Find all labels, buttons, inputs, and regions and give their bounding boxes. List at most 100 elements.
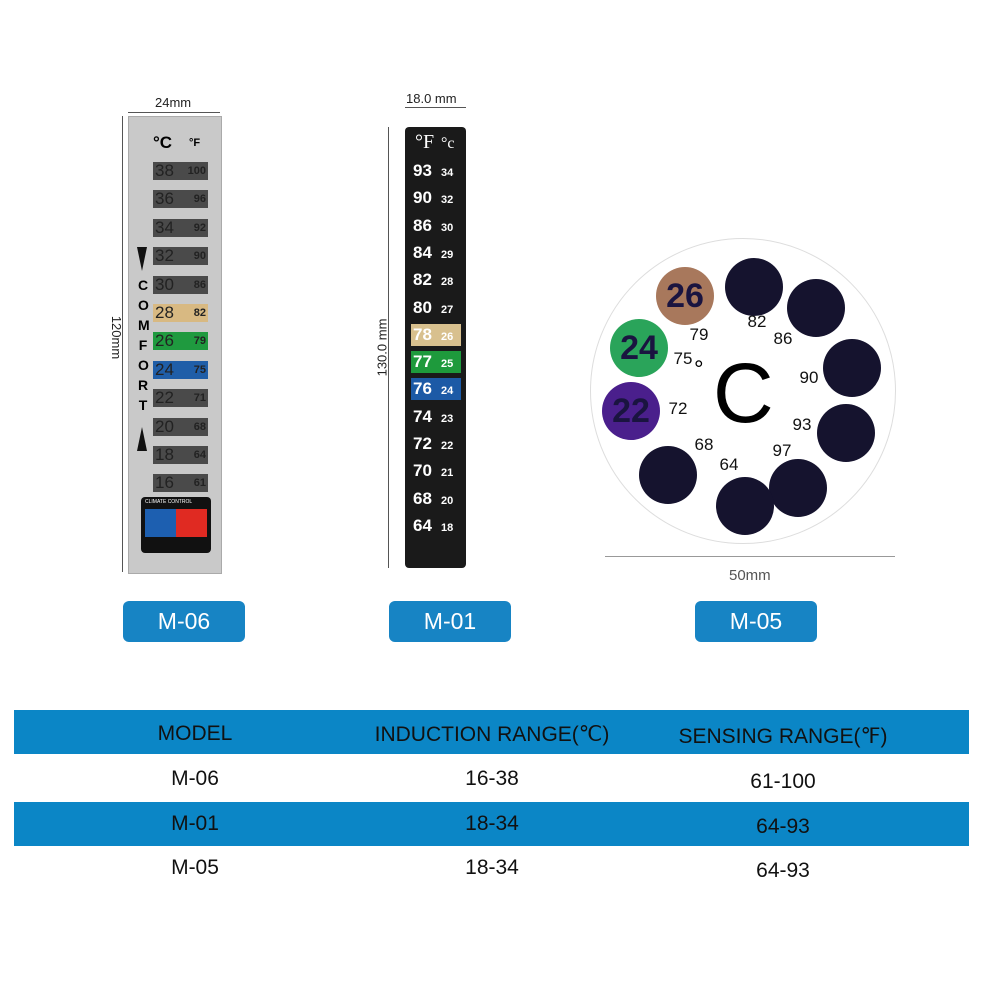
active-dot: 22	[602, 382, 660, 440]
celsius-value: 26	[155, 331, 174, 351]
m06-width-label: 24mm	[155, 95, 192, 110]
cold-indicator	[145, 509, 176, 537]
model-m06-button[interactable]: M-06	[123, 601, 245, 642]
fahrenheit-number: 64	[719, 455, 739, 474]
fahrenheit-value: 77	[413, 352, 432, 372]
hot-indicator	[176, 509, 207, 537]
table-row: M-06 16-38 61-100	[14, 757, 969, 801]
arrow-down-icon	[137, 247, 147, 271]
m01-width-dimension	[405, 107, 466, 108]
celsius-value: 21	[441, 467, 454, 480]
inactive-dot	[823, 339, 881, 397]
comfort-letter: M	[138, 317, 150, 333]
inactive-dot	[769, 459, 827, 517]
fahrenheit-value: 64	[413, 515, 432, 535]
scale-row: 38 100	[153, 161, 208, 180]
fahrenheit-unit: °F	[415, 131, 435, 153]
fahrenheit-value: 70	[413, 461, 432, 481]
celsius-value: 36	[155, 189, 174, 209]
scale-row: 76 24	[411, 378, 461, 401]
comfort-letter: T	[138, 397, 148, 413]
model-m05-button[interactable]: M-05	[695, 601, 817, 642]
fahrenheit-number: 86	[773, 329, 793, 348]
cell-model: M-05	[171, 856, 219, 879]
celsius-value: 28	[155, 303, 174, 322]
celsius-value: 22	[441, 440, 454, 452]
inactive-dot	[725, 258, 783, 316]
celsius-value: 34	[441, 167, 454, 179]
celsius-value: 38	[155, 161, 174, 180]
fahrenheit-value: 75	[193, 363, 206, 376]
m06-height-dimension	[122, 116, 123, 572]
inactive-dot	[716, 477, 774, 535]
m05-width-dimension	[605, 556, 895, 557]
fahrenheit-value: 78	[413, 324, 432, 344]
cell-induction: 16-38	[465, 767, 519, 790]
celsius-value: 30	[155, 274, 174, 294]
active-dot: 24	[610, 319, 668, 377]
inactive-dot	[787, 279, 845, 337]
fahrenheit-value: 90	[413, 188, 432, 208]
celsius-unit: °c	[441, 135, 455, 152]
comfort-letter: C	[138, 277, 149, 293]
header-induction-range: INDUCTION RANGE(℃)	[374, 723, 610, 746]
fahrenheit-value: 76	[413, 379, 432, 399]
celsius-value: 24	[155, 359, 174, 379]
celsius-value: 24	[441, 385, 454, 398]
scale-row: 90 32	[411, 187, 461, 209]
fahrenheit-value: 100	[187, 165, 206, 177]
comfort-letter: F	[138, 337, 148, 353]
celsius-value: 23	[441, 412, 454, 425]
celsius-value: 18	[155, 445, 174, 464]
m06-width-dimension	[128, 112, 220, 113]
fahrenheit-value: 96	[193, 193, 206, 206]
celsius-value: 20	[155, 416, 174, 436]
fahrenheit-value: 86	[413, 215, 432, 235]
celsius-value: 18	[441, 521, 454, 534]
celsius-value: 32	[441, 194, 454, 207]
arrow-up-icon	[137, 427, 147, 451]
scale-row: 24 75	[153, 359, 208, 379]
celsius-value: 34	[155, 217, 174, 237]
header-model: MODEL	[157, 722, 233, 745]
scale-row: 28 82	[153, 303, 208, 322]
fahrenheit-number: 90	[799, 368, 819, 387]
climate-control-label: CLIMATE CONTROL	[145, 499, 193, 505]
m01-width-label: 18.0 mm	[406, 91, 457, 106]
table-row: M-05 18-34 64-93	[14, 846, 969, 890]
fahrenheit-value: 92	[193, 221, 206, 234]
fahrenheit-value: 90	[193, 250, 206, 263]
scale-row: 84 29	[411, 242, 461, 264]
model-m01-button[interactable]: M-01	[389, 601, 511, 642]
fahrenheit-number: 75	[673, 349, 693, 368]
table-row: M-01 18-34 64-93	[14, 802, 969, 846]
header-sensing-range: SENSING RANGE(℉)	[678, 725, 888, 748]
comfort-letter: O	[138, 357, 149, 373]
celsius-value: 16	[155, 473, 174, 493]
scale-row: 32 90	[153, 246, 208, 266]
comfort-letter: O	[138, 297, 149, 313]
cell-model: M-01	[171, 812, 219, 835]
inactive-dot	[639, 446, 697, 504]
celsius-value: 29	[441, 248, 454, 261]
celsius-unit: °C	[153, 133, 173, 152]
fahrenheit-value: 68	[413, 488, 432, 508]
fahrenheit-number: 68	[694, 435, 714, 454]
m05-width-label: 50mm	[729, 567, 771, 584]
scale-row: 70 21	[411, 460, 461, 482]
fahrenheit-value: 84	[413, 242, 432, 262]
celsius-value: 27	[441, 303, 454, 316]
fahrenheit-value: 71	[193, 392, 206, 405]
fahrenheit-value: 82	[413, 270, 432, 290]
celsius-value: 32	[155, 246, 174, 266]
climate-control-panel: CLIMATE CONTROL	[141, 497, 211, 553]
fahrenheit-value: 82	[193, 307, 206, 319]
